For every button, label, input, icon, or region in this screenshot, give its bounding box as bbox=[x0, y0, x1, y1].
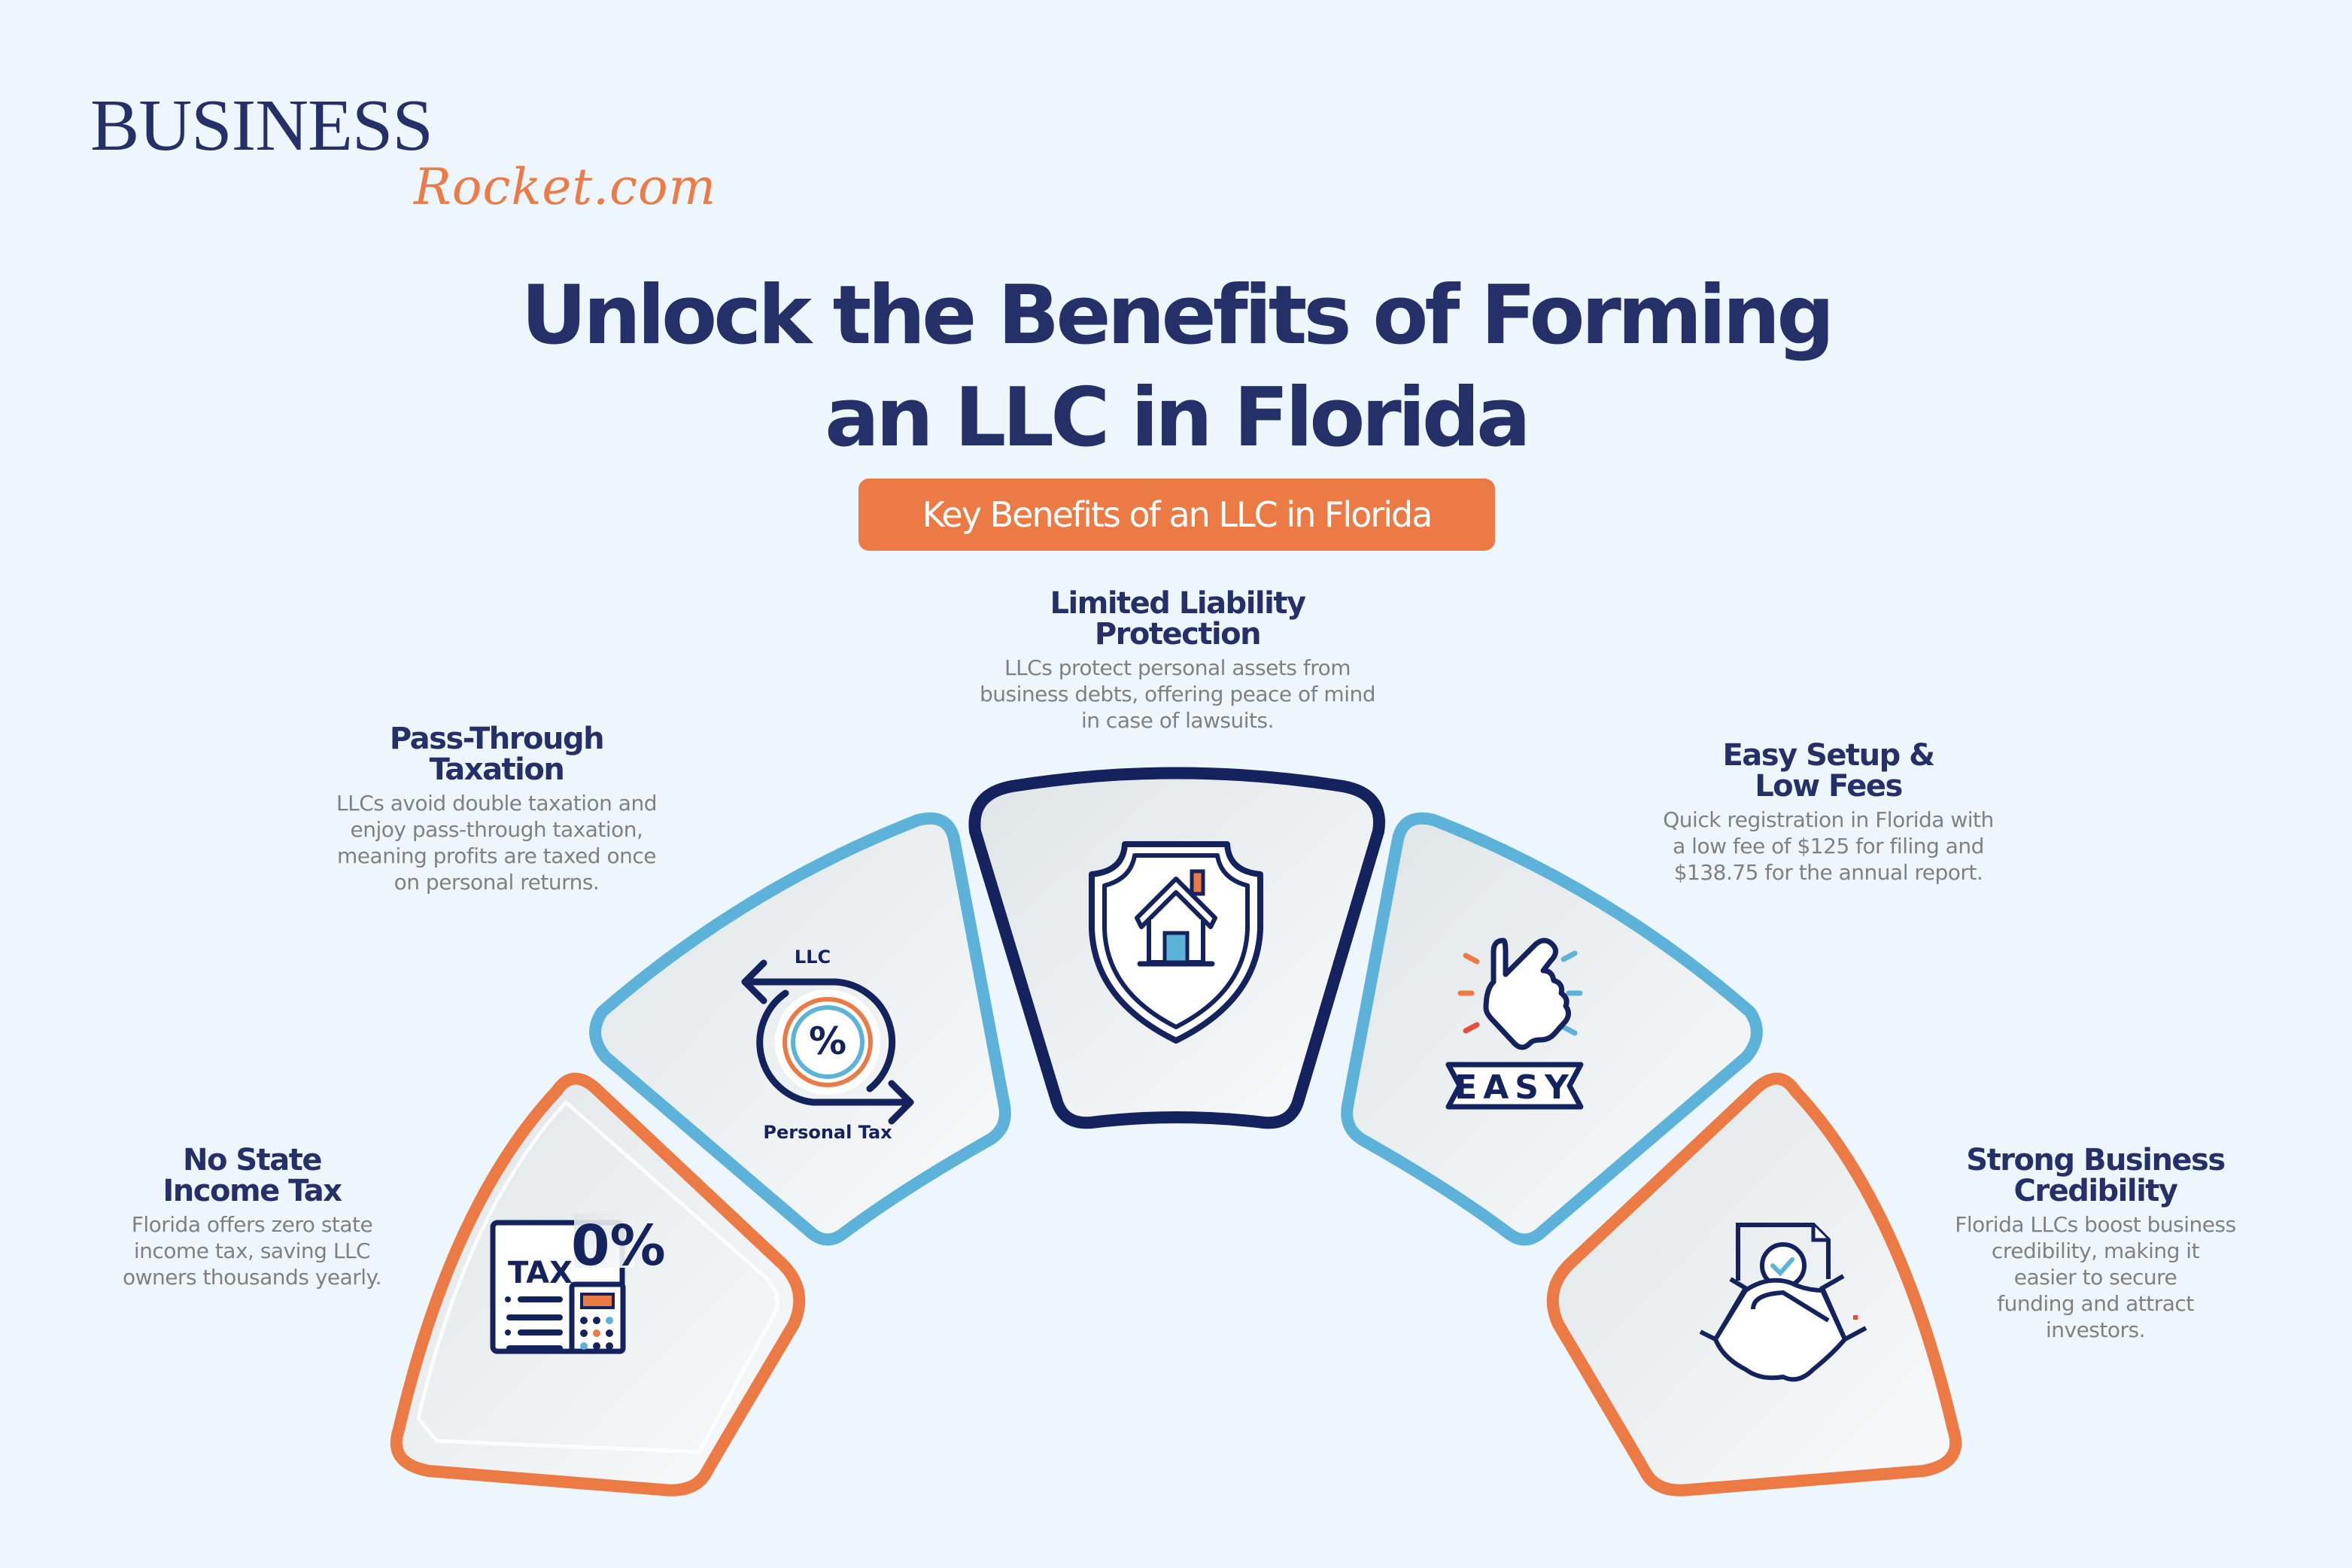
svg-text:0%: 0% bbox=[571, 1214, 666, 1278]
svg-text:LLC: LLC bbox=[795, 947, 831, 968]
tax-zero-percent-calculator-icon: TAX 0% bbox=[490, 1214, 666, 1354]
benefit-title: Easy Setup &Low Fees bbox=[1722, 738, 1935, 804]
benefit-easy-setup-low-fees: Easy Setup &Low Fees Quick registration … bbox=[1618, 740, 2039, 886]
svg-text:EASY: EASY bbox=[1454, 1068, 1575, 1107]
logo-wordmark-business: BUSINESS bbox=[90, 85, 433, 166]
svg-text:Personal Tax: Personal Tax bbox=[763, 1122, 892, 1143]
section-badge-label: Key Benefits of an LLC in Florida bbox=[922, 494, 1433, 535]
logo-wordmark-rocket: Rocket.com bbox=[414, 158, 717, 216]
page-title-line-1: Unlock the Benefits of Forming bbox=[521, 269, 1834, 363]
shield-house-icon bbox=[1089, 841, 1263, 1044]
llc-personal-tax-cycle-icon: LLC % Personal Tax bbox=[741, 947, 914, 1143]
hand-click-easy-icon: EASY bbox=[1445, 937, 1584, 1110]
svg-text:TAX: TAX bbox=[508, 1256, 573, 1290]
page-title-line-2: an LLC in Florida bbox=[825, 371, 1531, 465]
page-title: Unlock the Benefits of Forming an LLC in… bbox=[0, 265, 2352, 469]
handshake-certified-document-icon bbox=[1699, 1223, 1867, 1382]
section-badge: Key Benefits of an LLC in Florida bbox=[858, 479, 1495, 551]
svg-text:%: % bbox=[809, 1020, 846, 1063]
business-rocket-logo: BUSINESS Rocket.com bbox=[90, 85, 716, 216]
